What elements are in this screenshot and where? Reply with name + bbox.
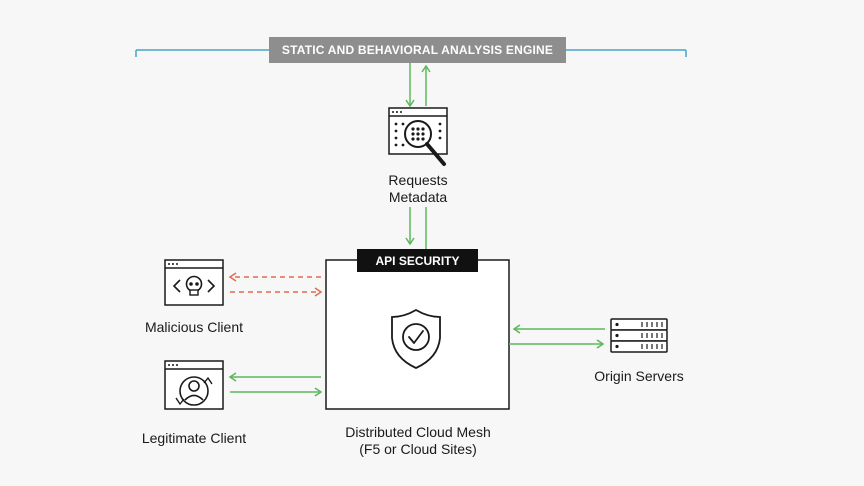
requests-label-line1: Requests [388, 172, 448, 188]
user-window-icon [164, 360, 224, 410]
mesh-label: Distributed Cloud Mesh (F5 or Cloud Site… [314, 424, 522, 458]
requests-label-line2: Metadata [388, 189, 448, 205]
skull-code-window-icon [164, 259, 224, 306]
mesh-label-line2: (F5 or Cloud Sites) [359, 441, 477, 457]
server-stack-icon [610, 318, 668, 353]
shield-check-icon [391, 308, 441, 369]
legitimate-client-label: Legitimate Client [141, 430, 247, 446]
malicious-client-label: Malicious Client [144, 319, 244, 335]
api-security-tag: API SECURITY [357, 249, 478, 272]
magnifier-grid-icon [388, 107, 448, 166]
mesh-label-line1: Distributed Cloud Mesh [345, 424, 491, 440]
origin-servers-label: Origin Servers [594, 368, 684, 384]
requests-metadata-label: Requests Metadata [358, 172, 478, 206]
analysis-engine-banner: STATIC AND BEHAVIORAL ANALYSIS ENGINE [269, 37, 566, 63]
